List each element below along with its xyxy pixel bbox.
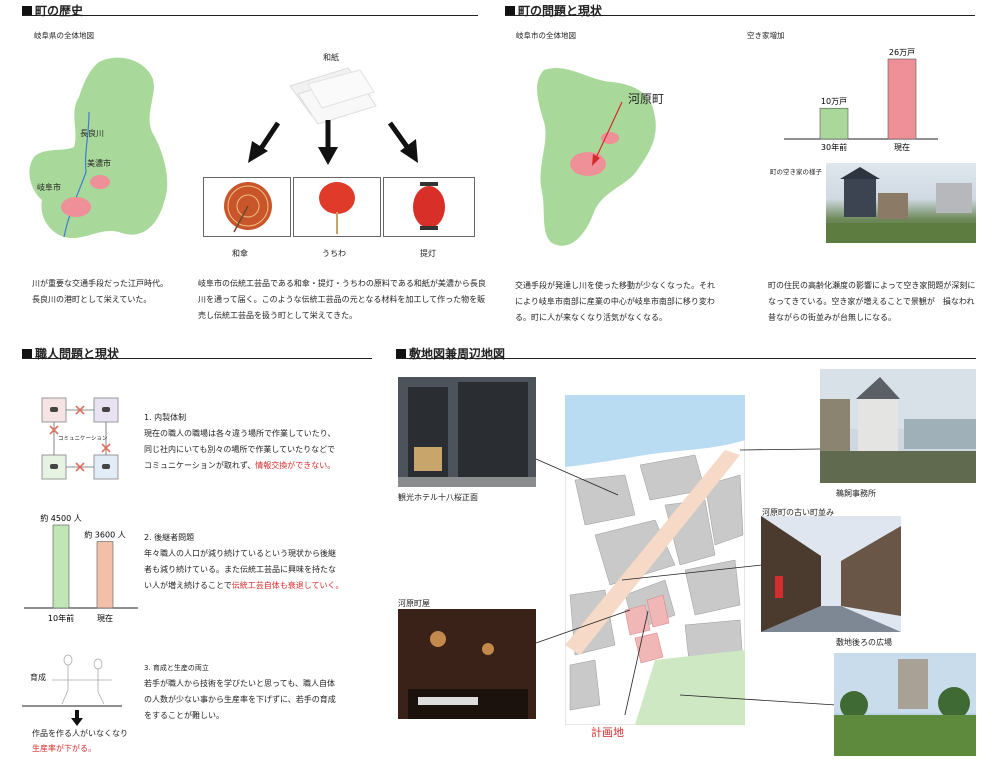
bottom-line-1: 作品を作る人がいなくなり — [32, 729, 128, 738]
history-title: 町の歴史 — [22, 2, 83, 19]
problems-text-mid: 交通手段が発達し川を使った移動が少なくなった。それ により岐阜市南部に産業の中心… — [515, 281, 715, 322]
arrow-right-icon — [387, 121, 418, 163]
product-label-wagasa: 和傘 — [232, 249, 248, 258]
distribution-arrows — [248, 120, 418, 165]
cormorant-caption: 鵜飼事務所 — [836, 489, 876, 498]
wagasa-image — [203, 177, 291, 237]
gifu-prefecture-map — [29, 57, 168, 239]
problems-title: 町の問題と現状 — [505, 2, 602, 19]
craftsmen-category-label-0: 10年前 — [48, 613, 74, 623]
kawaramachi-label: 河原町 — [628, 92, 665, 106]
site-title: 敷地図兼周辺地図 — [396, 345, 505, 362]
arrow-down-icon — [71, 710, 83, 726]
section-square-icon — [396, 348, 406, 359]
cormorant-office-photo — [820, 369, 976, 483]
washi-label: 和紙 — [323, 53, 339, 62]
gifu-city-label: 岐阜市 — [37, 183, 61, 192]
item2-text: 2. 後継者問題 年々職人の人口が減り続けているという現状から後継 者も減り続け… — [144, 533, 344, 590]
craftsmen-title: 職人問題と現状 — [22, 345, 119, 362]
hotel-photo — [398, 377, 536, 487]
uchiwa-image — [293, 177, 381, 237]
training-sketch — [22, 654, 122, 707]
arrow-left-icon — [248, 121, 281, 163]
ikusei-label: 育成 — [30, 673, 46, 682]
section-square-icon — [22, 348, 32, 359]
product-label-uchiwa: うちわ — [322, 249, 346, 258]
vacancy-category-label-0: 30年前 — [821, 142, 847, 152]
plaza-caption: 敷地後ろの広場 — [836, 638, 892, 647]
machiya-caption: 河原町屋 — [398, 599, 430, 608]
nagara-river-label: 長良川 — [80, 129, 104, 138]
plaza-photo — [834, 653, 976, 756]
product-label-chochin: 提灯 — [420, 249, 436, 258]
vacancy-category-label-1: 現在 — [894, 142, 910, 152]
plan-site-label: 計画地 — [591, 726, 624, 739]
site-map — [565, 395, 745, 725]
item1-text: 1. 内製体制 現在の職人の職場は各々違う場所で作業していたり、 同じ社内にいて… — [144, 413, 336, 470]
bottom-line-2: 生産率が下がる。 — [32, 744, 96, 753]
vacancy-value-label-0: 10万戸 — [821, 97, 847, 106]
item3-text: 3. 育成と生産の両立 若手が職人から技術を学びたいと思っても、職人自体 の人数… — [144, 664, 336, 720]
vacancy-bar-1 — [887, 58, 917, 140]
craftsmen-value-label-0: 約 4500 人 — [40, 513, 81, 523]
gifu-city-marker — [61, 197, 91, 217]
history-text-left: 川が重要な交通手段だった江戸時代。 長良川の港町として栄えていた。 — [32, 279, 168, 304]
section-square-icon — [22, 5, 32, 16]
gifu-prefecture-map-caption: 岐阜県の全体地図 — [34, 31, 94, 40]
hotel-caption: 観光ホテル十八桜正面 — [398, 493, 478, 502]
history-text-right: 岐阜市の伝統工芸品である和傘・提灯・うちわの原料である和紙が美濃から長良 川を通… — [198, 279, 486, 320]
craftsmen-bar-0 — [52, 524, 70, 609]
mino-city-marker — [90, 175, 110, 189]
arrow-down-icon — [318, 120, 338, 165]
craftsmen-category-label-1: 現在 — [97, 613, 113, 623]
divider — [396, 358, 976, 359]
vacancy-value-label-1: 26万戸 — [889, 48, 915, 57]
divider — [22, 358, 372, 359]
problems-text-right: 町の住民の高齢化瀬度の影響によって空き家問題が深刻に なってきている。空き家が増… — [768, 281, 976, 322]
washi-paper-image — [289, 67, 377, 125]
mino-city-label: 美濃市 — [87, 159, 111, 168]
communication-diagram — [41, 397, 119, 480]
gifu-city-map — [537, 67, 656, 246]
machiya-photo — [398, 609, 536, 719]
craftsmen-bar-1 — [96, 541, 114, 609]
vacancy-caption: 空き家増加 — [747, 31, 785, 40]
connector-lines — [535, 448, 837, 715]
section-square-icon — [505, 5, 515, 16]
divider — [505, 15, 975, 16]
vacancy-bar-0 — [819, 107, 849, 140]
craftsmen-value-label-1: 約 3600 人 — [84, 530, 125, 540]
communication-label: コミュニケーション — [58, 436, 108, 442]
chochin-image — [383, 177, 475, 237]
street-caption: 河原町の古い町並み — [762, 508, 834, 517]
divider — [22, 15, 478, 16]
craftsmen-chart: 約 4500 人 10年前 約 3600 人現在 — [24, 513, 138, 623]
vacant-house-photo — [826, 163, 976, 243]
gifu-city-map-caption: 岐阜市の全体地図 — [516, 31, 576, 40]
old-street-photo — [761, 516, 901, 632]
vacant-photo-caption: 町の空き家の様子 — [768, 166, 824, 176]
